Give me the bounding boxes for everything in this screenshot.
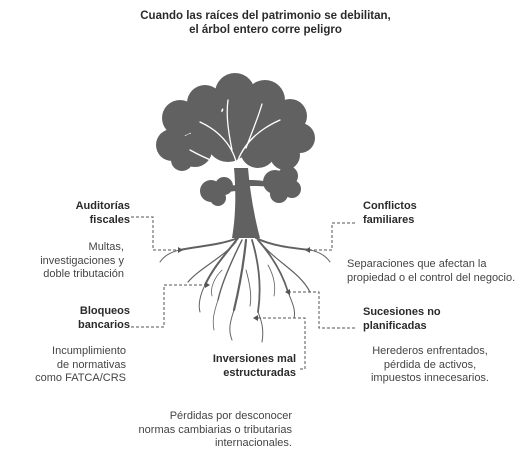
bloqueos-desc-line-2: de normativas (56, 358, 126, 371)
conflictos-desc-line-1: Separaciones que afectan la (347, 258, 487, 270)
connector-bloqueos (131, 284, 205, 328)
sucesiones-desc-line-1: Herederos enfrentados, (372, 345, 488, 357)
title-line-2: el árbol entero corre peligro (189, 24, 342, 36)
tree-canopy (156, 73, 315, 206)
tree-trunk (216, 168, 277, 238)
diagram-title: Cuando las raíces del patrimonio se debi… (0, 9, 531, 37)
bloqueos-heading-line-2: bancarios (78, 319, 130, 331)
connector-lines (131, 216, 355, 370)
conflictos-heading-line-1: Conflictos (363, 200, 417, 212)
sucesiones-description: Herederos enfrentados, pérdida de activo… (355, 345, 505, 386)
title-line-1: Cuando las raíces del patrimonio se debi… (140, 10, 391, 22)
inversiones-heading: Inversiones mal estructuradas (180, 352, 296, 380)
sucesiones-heading-line-1: Sucesiones no (363, 306, 441, 318)
bloqueos-heading: Bloqueos bancarios (20, 304, 130, 332)
inversiones-heading-line-1: Inversiones mal (212, 353, 296, 365)
sucesiones-heading-line-2: planificadas (363, 320, 427, 332)
sucesiones-desc-line-2: pérdida de activos, (383, 358, 477, 371)
inversiones-desc-line-2: normas cambiarias o tributarias (138, 423, 292, 436)
bloqueos-heading-line-1: Bloqueos (79, 305, 130, 317)
sucesiones-desc-line-3: impuestos innecesarios. (370, 372, 489, 384)
bloqueos-desc-line-1: Incumplimiento (52, 345, 126, 357)
conflictos-heading: Conflictos familiares (363, 199, 483, 227)
inversiones-description: Pérdidas por desconocer normas cambiaria… (100, 410, 292, 451)
auditorias-desc-line-1: Multas, (88, 241, 124, 253)
connector-sucesiones (290, 291, 355, 329)
tree-branches (189, 99, 281, 173)
connector-arrowheads (178, 247, 310, 321)
connector-auditorias (131, 216, 178, 251)
conflictos-heading-line-2: familiares (363, 214, 415, 226)
tree-roots (159, 237, 331, 343)
inversiones-desc-line-3: internacionales. (214, 437, 292, 449)
sucesiones-heading: Sucesiones no planificadas (363, 305, 493, 333)
auditorias-desc-line-3: doble tributación (43, 268, 124, 280)
auditorias-description: Multas, investigaciones y doble tributac… (14, 241, 124, 282)
connector-conflictos (310, 222, 355, 251)
conflictos-desc-line-2: propiedad o el control del negocio. (347, 271, 516, 284)
bloqueos-desc-line-3: como FATCA/CRS (35, 372, 126, 384)
auditorias-desc-line-2: investigaciones y (40, 254, 124, 267)
auditorias-heading-line-1: Auditorías (75, 200, 130, 212)
connector-inversiones (258, 317, 306, 370)
inversiones-heading-line-2: estructuradas (223, 367, 296, 379)
auditorias-heading-line-2: fiscales (89, 214, 130, 226)
conflictos-description: Separaciones que afectan la propiedad o … (347, 258, 527, 285)
inversiones-desc-line-1: Pérdidas por desconocer (169, 410, 292, 422)
bloqueos-description: Incumplimiento de normativas como FATCA/… (8, 345, 126, 386)
auditorias-heading: Auditorías fiscales (20, 199, 130, 227)
